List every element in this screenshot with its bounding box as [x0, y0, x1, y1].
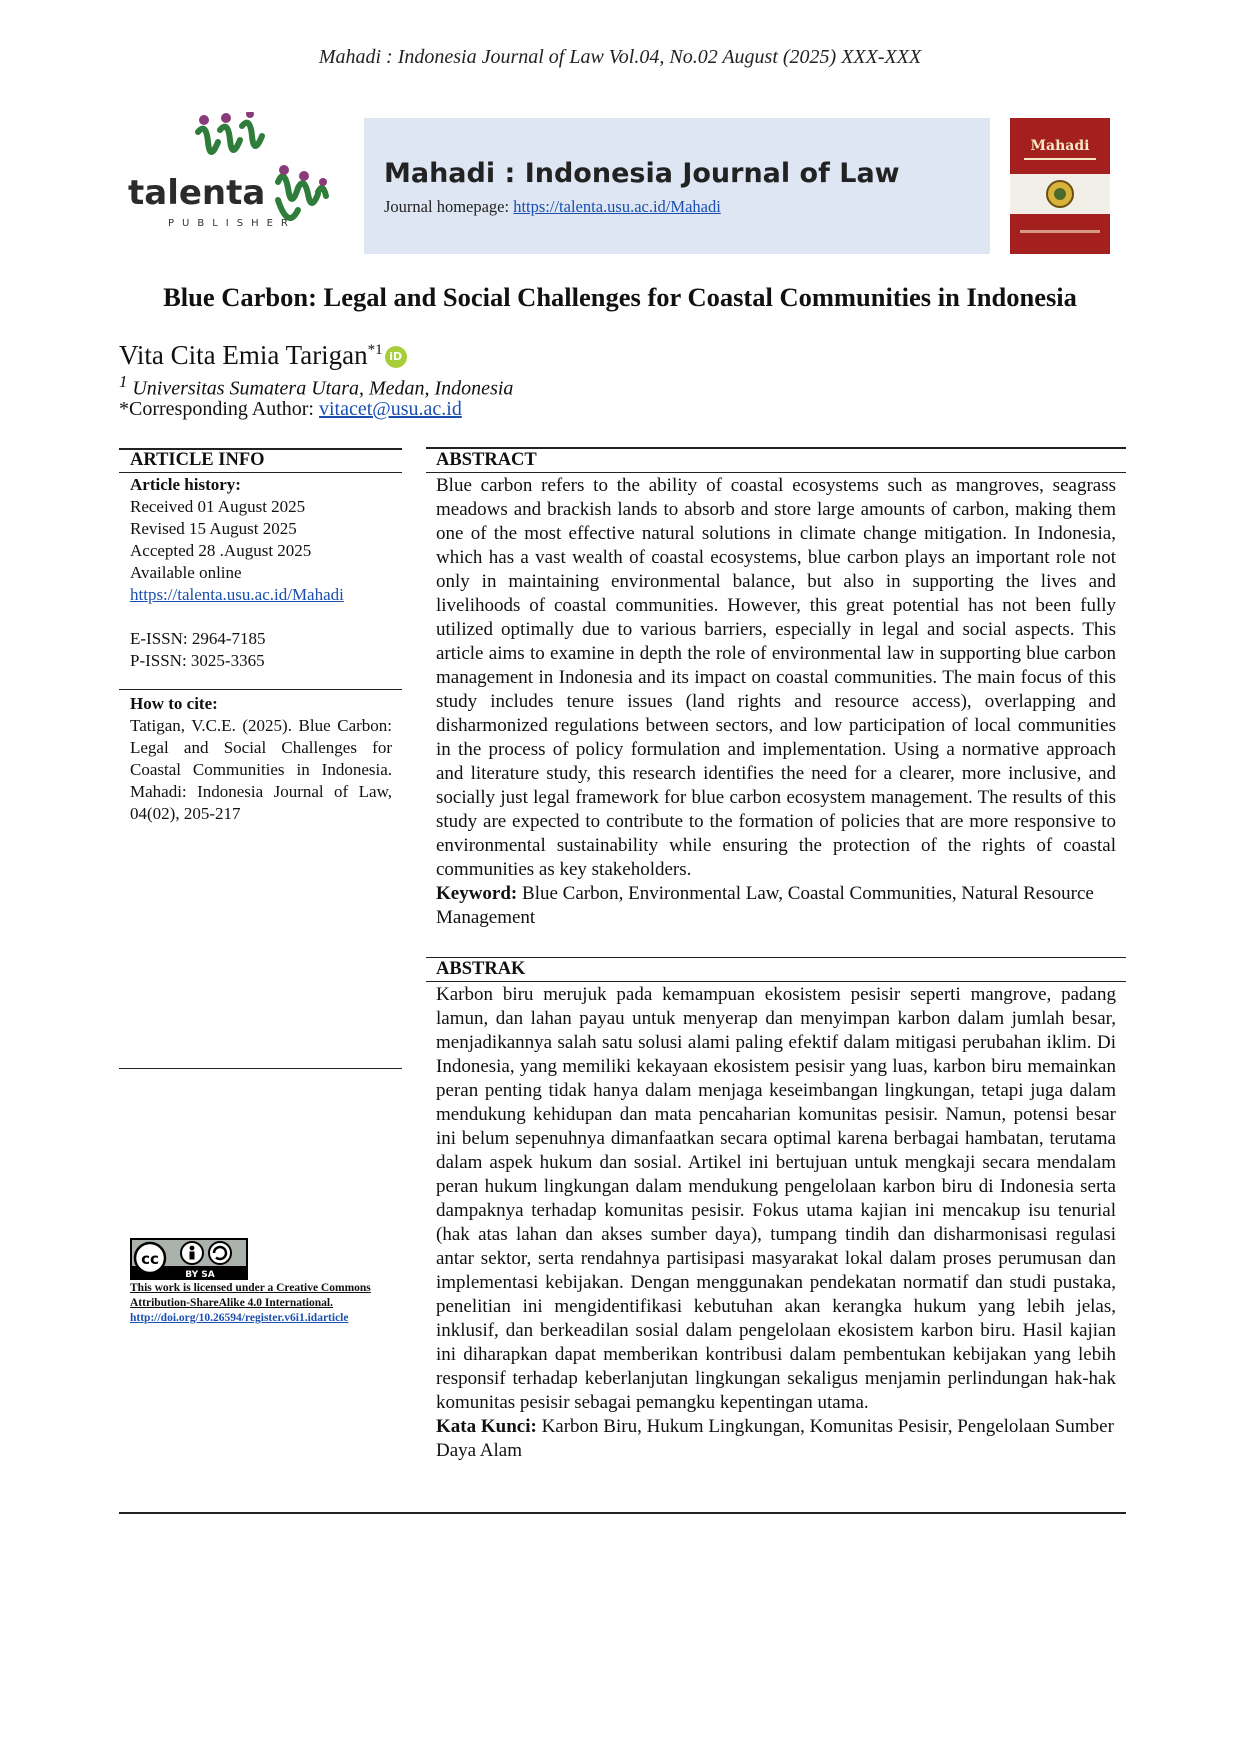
publisher-logo: talenta PUBLISHER: [128, 110, 348, 240]
article-info-head-rule: [119, 472, 402, 473]
cite-label: How to cite:: [130, 694, 218, 713]
article-info-top-rule: [119, 448, 402, 450]
article-info-heading: ARTICLE INFO: [130, 450, 265, 470]
pissn: P-ISSN: 3025-3365: [130, 651, 265, 670]
orcid-icon[interactable]: iD: [384, 346, 407, 368]
publisher-name: talenta: [128, 173, 265, 213]
author-name: Vita Cita Emia Tarigan: [119, 340, 368, 370]
publisher-logo-mark: talenta PUBLISHER: [128, 110, 329, 229]
abstrak-keywords: Kata Kunci: Karbon Biru, Hukum Lingkunga…: [436, 1415, 1116, 1463]
journal-title: Mahadi : Indonesia Journal of Law: [384, 158, 900, 189]
abstrak-body: Karbon biru merujuk pada kemampuan ekosi…: [436, 983, 1116, 1463]
journal-homepage-link[interactable]: https://talenta.usu.ac.id/Mahadi: [513, 197, 721, 216]
license-link[interactable]: This work is licensed under a Creative C…: [130, 1282, 371, 1309]
how-to-cite-rule: [119, 689, 402, 690]
publisher-sub: PUBLISHER: [168, 218, 296, 229]
abstrak-top-rule: [426, 957, 1126, 958]
abstract-head-rule: [426, 472, 1126, 473]
keyword-label: Keyword:: [436, 883, 518, 904]
abstract-text: Blue carbon refers to the ability of coa…: [436, 475, 1116, 880]
svg-text:cc: cc: [141, 1250, 159, 1268]
abstract-body: Blue carbon refers to the ability of coa…: [436, 474, 1116, 930]
article-history: Article history: Received 01 August 2025…: [130, 474, 392, 672]
kata-kunci-label: Kata Kunci:: [436, 1416, 537, 1437]
revised-date: Revised 15 August 2025: [130, 519, 297, 538]
journal-cover: Mahadi: [1010, 118, 1110, 254]
doi-link[interactable]: http://doi.org/10.26594/register.v6i1.id…: [130, 1312, 349, 1324]
received-date: Received 01 August 2025: [130, 497, 306, 516]
abstract-top-rule: [426, 447, 1126, 449]
corresponding-label: *Corresponding Author:: [119, 398, 319, 420]
affiliation: 1 Universitas Sumatera Utara, Medan, Ind…: [119, 372, 513, 401]
page-bottom-rule: [119, 1512, 1126, 1514]
available-online-link[interactable]: https://talenta.usu.ac.id/Mahadi: [130, 585, 344, 604]
corresponding-email[interactable]: vitacet@usu.ac.id: [319, 398, 462, 420]
journal-cover-title: Mahadi: [1031, 138, 1090, 154]
affiliation-sup: 1: [119, 372, 128, 391]
cc-license-badge[interactable]: cc BY SA: [130, 1238, 248, 1280]
accepted-date: Accepted 28 .August 2025: [130, 541, 312, 560]
journal-cover-image: Mahadi: [1010, 118, 1110, 254]
license-note: This work is licensed under a Creative C…: [130, 1281, 398, 1326]
keyword-list: Blue Carbon, Environmental Law, Coastal …: [436, 883, 1094, 928]
history-label: Article history:: [130, 475, 241, 494]
cc-by-sa-icon: cc BY SA: [130, 1238, 248, 1280]
abstract-heading: ABSTRACT: [436, 450, 537, 470]
eissn: E-ISSN: 2964-7185: [130, 629, 266, 648]
abstract-keywords: Keyword: Blue Carbon, Environmental Law,…: [436, 882, 1116, 930]
author-sup: *1: [367, 342, 383, 358]
journal-homepage-label: Journal homepage:: [384, 197, 514, 216]
abstrak-text: Karbon biru merujuk pada kemampuan ekosi…: [436, 984, 1116, 1413]
abstrak-head-rule: [426, 981, 1126, 982]
how-to-cite: How to cite: Tatigan, V.C.E. (2025). Blu…: [130, 693, 392, 825]
corresponding-author: *Corresponding Author: vitacet@usu.ac.id: [119, 398, 462, 421]
kata-kunci-list: Karbon Biru, Hukum Lingkungan, Komunitas…: [436, 1416, 1114, 1461]
cc-badge-label: BY SA: [185, 1270, 215, 1280]
article-info-bottom-rule: [119, 1068, 402, 1069]
journal-homepage: Journal homepage: https://talenta.usu.ac…: [384, 197, 721, 217]
running-head: Mahadi : Indonesia Journal of Law Vol.04…: [318, 46, 922, 68]
available-online: Available online: [130, 563, 242, 582]
paper-title: Blue Carbon: Legal and Social Challenges…: [163, 282, 1077, 312]
journal-banner: Mahadi : Indonesia Journal of Law Journa…: [364, 118, 990, 254]
cite-text: Tatigan, V.C.E. (2025). Blue Carbon: Leg…: [130, 716, 392, 823]
affiliation-text: Universitas Sumatera Utara, Medan, Indon…: [127, 377, 514, 400]
abstrak-heading: ABSTRAK: [436, 959, 526, 979]
